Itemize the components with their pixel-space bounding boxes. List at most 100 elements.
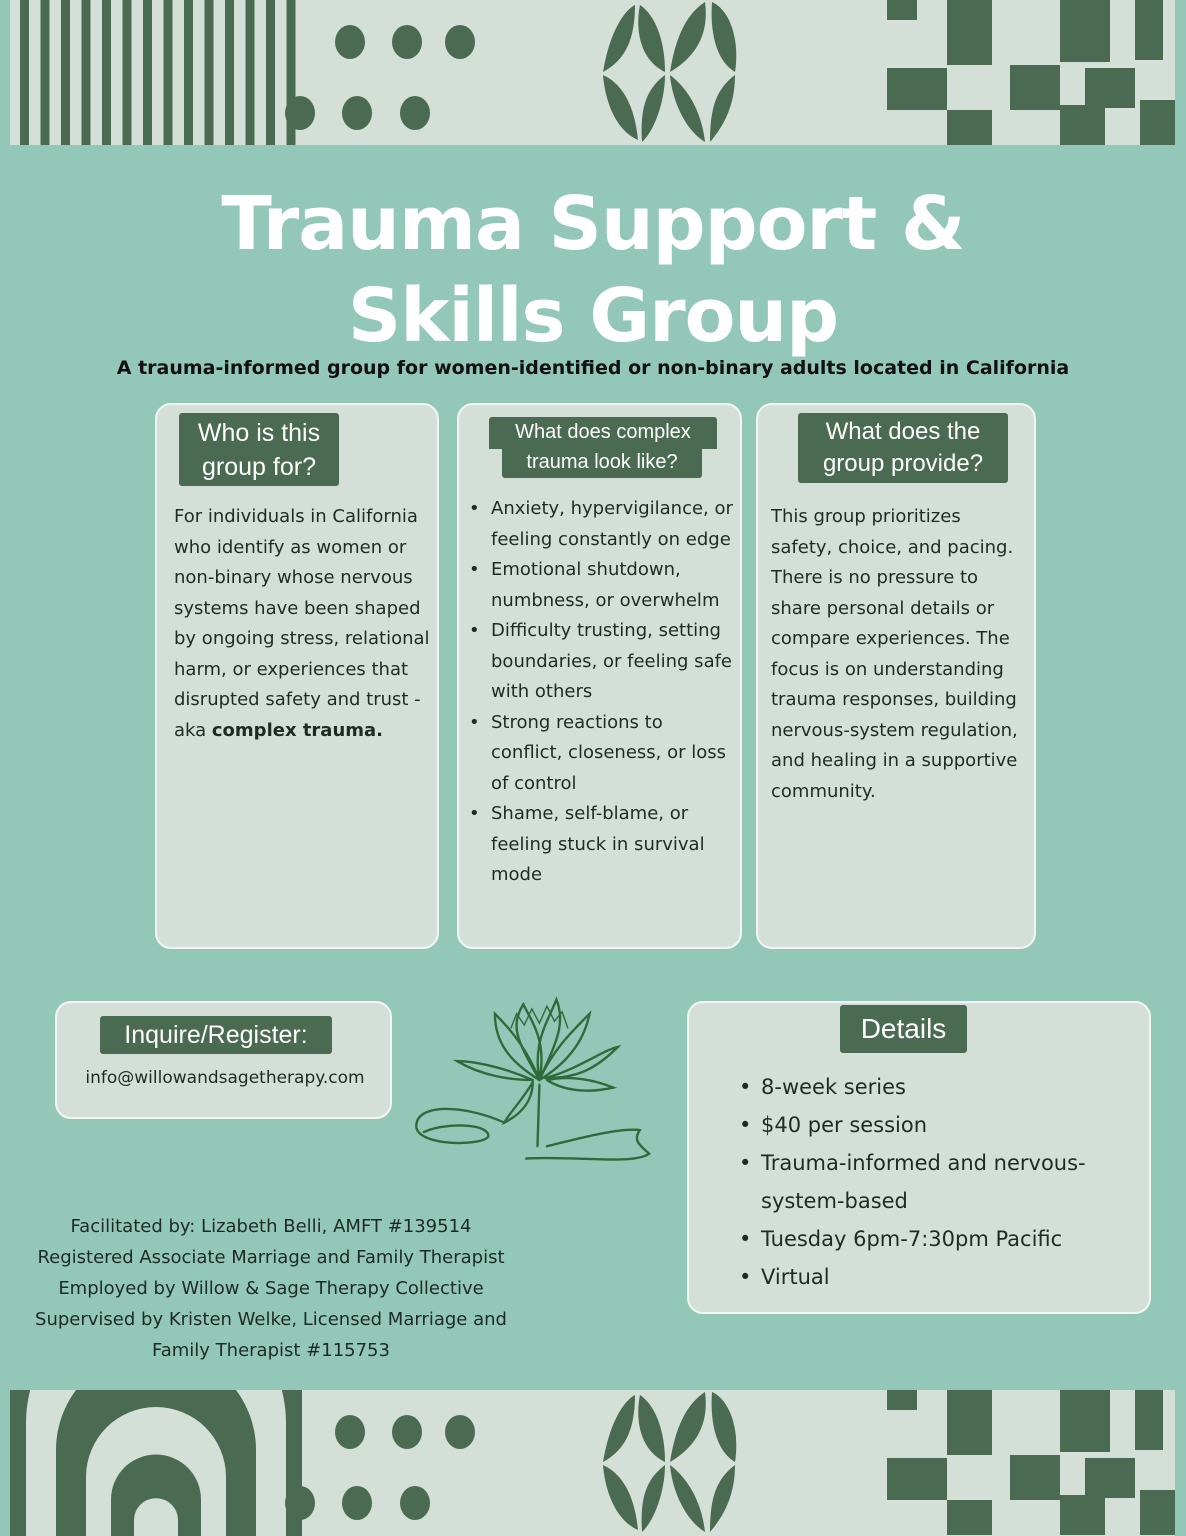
pattern-shape bbox=[947, 1500, 992, 1535]
lotus-flower-illustration bbox=[415, 996, 652, 1161]
pattern-shape bbox=[603, 1395, 635, 1462]
footer-line: Registered Associate Marriage and Family… bbox=[37, 1247, 505, 1268]
pattern-shape bbox=[111, 1454, 201, 1536]
list-item: Shame, self-blame, or feeling stuck in s… bbox=[459, 799, 739, 891]
list-item: Emotional shutdown, numbness, or overwhe… bbox=[459, 555, 739, 616]
pattern-shape bbox=[887, 1458, 947, 1500]
list-item: Anxiety, hypervigilance, or feeling cons… bbox=[459, 494, 739, 555]
pattern-shape bbox=[670, 1392, 706, 1462]
who-text-bold: complex trauma. bbox=[211, 719, 384, 741]
symptoms-heading-line-2: trauma look like? bbox=[502, 448, 702, 478]
list-item: Tuesday 6pm-7:30pm Pacific bbox=[729, 1220, 1129, 1258]
footer-line: Employed by Willow & Sage Therapy Collec… bbox=[58, 1278, 484, 1299]
pattern-shape bbox=[122, 0, 132, 145]
list-item: Difficulty trusting, setting boundaries,… bbox=[459, 616, 739, 708]
symptoms-list: Anxiety, hypervigilance, or feeling cons… bbox=[459, 494, 739, 891]
pattern-shape bbox=[143, 0, 152, 145]
title-line-2: Skills Group bbox=[347, 273, 839, 359]
footer-line: Supervised by Kristen Welke, Licensed Ma… bbox=[35, 1309, 507, 1361]
pattern-shape bbox=[184, 0, 193, 145]
pattern-shape bbox=[641, 75, 665, 142]
symptoms-card: What does complex trauma look like? Anxi… bbox=[457, 403, 742, 949]
pattern-shape bbox=[947, 110, 992, 145]
pattern-shape bbox=[392, 25, 422, 59]
pattern-shape bbox=[342, 1486, 372, 1520]
list-item: Virtual bbox=[729, 1258, 1129, 1296]
pattern-shape bbox=[335, 25, 365, 59]
pattern-svg bbox=[10, 1390, 1175, 1536]
pattern-svg bbox=[20, 0, 1175, 145]
pattern-shape bbox=[1140, 100, 1175, 145]
pattern-shape bbox=[947, 0, 992, 65]
provides-text: This group prioritizes safety, choice, a… bbox=[771, 506, 1018, 802]
pattern-shape bbox=[887, 68, 947, 110]
pattern-shape bbox=[603, 75, 638, 140]
pattern-shape bbox=[711, 1392, 737, 1462]
pattern-shape bbox=[603, 1465, 638, 1530]
details-card: Details 8-week series $40 per session Tr… bbox=[687, 1001, 1151, 1314]
pattern-shape bbox=[335, 1415, 365, 1449]
pattern-shape bbox=[61, 0, 70, 145]
footer-line: Facilitated by: Lizabeth Belli, AMFT #13… bbox=[70, 1216, 472, 1237]
pattern-shape bbox=[392, 1415, 422, 1449]
pattern-shape bbox=[603, 5, 635, 72]
pattern-shape bbox=[887, 1390, 917, 1410]
pattern-shape bbox=[163, 0, 173, 145]
list-item: Strong reactions to conflict, closeness,… bbox=[459, 708, 739, 800]
pattern-shape bbox=[638, 5, 665, 72]
pattern-shape bbox=[710, 75, 735, 142]
pattern-shape bbox=[1060, 1390, 1110, 1452]
pattern-shape bbox=[641, 1465, 665, 1532]
who-text: For individuals in California who identi… bbox=[174, 502, 432, 746]
pattern-shape bbox=[670, 1465, 705, 1532]
pattern-shape bbox=[400, 96, 430, 130]
pattern-shape bbox=[1010, 1455, 1060, 1500]
pattern-shape bbox=[1060, 1495, 1105, 1535]
list-item: $40 per session bbox=[729, 1106, 1129, 1144]
inquire-card: Inquire/Register: info@willowandsagether… bbox=[55, 1001, 392, 1119]
top-pattern-banner bbox=[10, 0, 1175, 145]
pattern-shape bbox=[1010, 65, 1060, 110]
pattern-shape bbox=[285, 1486, 315, 1520]
pattern-shape bbox=[266, 0, 275, 145]
pattern-shape bbox=[286, 0, 296, 145]
provides-card: What does the group provide? This group … bbox=[756, 403, 1036, 949]
email-link[interactable]: info@willowandsagetherapy.com bbox=[85, 1068, 365, 1088]
pattern-shape bbox=[1085, 1458, 1135, 1498]
title-line-1: Trauma Support & bbox=[221, 181, 965, 267]
pattern-shape bbox=[638, 1395, 665, 1462]
pattern-shape bbox=[1140, 1490, 1175, 1535]
pattern-shape bbox=[1135, 0, 1163, 60]
subtitle: A trauma-informed group for women-identi… bbox=[116, 357, 1070, 379]
pattern-shape bbox=[102, 0, 111, 145]
pattern-shape bbox=[445, 1415, 475, 1449]
who-heading: Who is this group for? bbox=[179, 413, 339, 486]
pattern-shape bbox=[1060, 0, 1110, 62]
page-title: Trauma Support & Skills Group bbox=[0, 178, 1186, 362]
pattern-shape bbox=[40, 0, 50, 145]
pattern-shape bbox=[81, 0, 91, 145]
symptoms-heading-line-1: What does complex bbox=[489, 417, 717, 449]
pattern-shape bbox=[445, 25, 475, 59]
pattern-shape bbox=[887, 0, 917, 20]
pattern-shape bbox=[670, 2, 706, 72]
pattern-shape bbox=[204, 0, 214, 145]
list-item: 8-week series bbox=[729, 1068, 1129, 1106]
pattern-shape bbox=[134, 1498, 178, 1536]
list-item: Trauma-informed and nervous-system-based bbox=[729, 1144, 1129, 1220]
facilitator-info: Facilitated by: Lizabeth Belli, AMFT #13… bbox=[10, 1211, 532, 1366]
pattern-shape bbox=[670, 75, 705, 142]
who-card: Who is this group for? For individuals i… bbox=[155, 403, 439, 949]
details-heading: Details bbox=[840, 1005, 967, 1053]
bottom-pattern-banner bbox=[10, 1390, 1175, 1536]
pattern-shape bbox=[711, 2, 737, 72]
pattern-shape bbox=[400, 1486, 430, 1520]
details-list: 8-week series $40 per session Trauma-inf… bbox=[729, 1068, 1129, 1296]
provides-heading: What does the group provide? bbox=[798, 413, 1008, 483]
pattern-shape bbox=[710, 1465, 735, 1532]
pattern-shape bbox=[1135, 1390, 1163, 1450]
inquire-heading: Inquire/Register: bbox=[100, 1016, 332, 1054]
pattern-shape bbox=[20, 0, 29, 145]
pattern-shape bbox=[245, 0, 255, 145]
pattern-shape bbox=[947, 1390, 992, 1455]
